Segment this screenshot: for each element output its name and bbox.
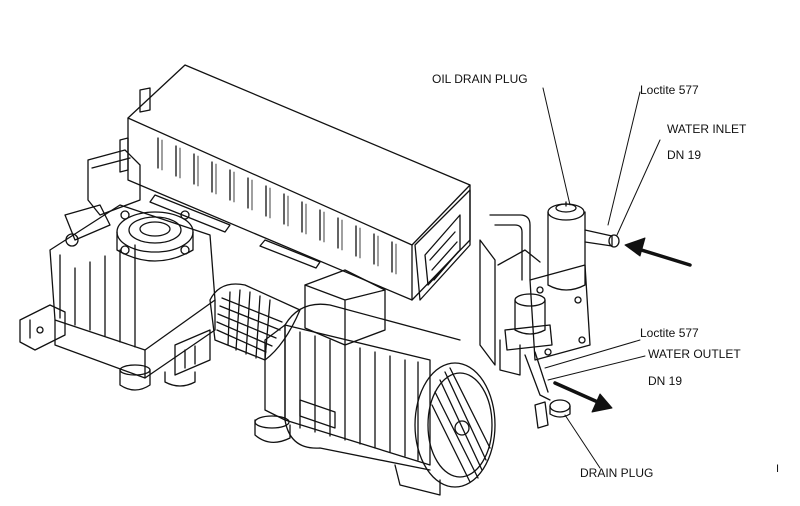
leader-loctite-top xyxy=(607,91,641,226)
separator-tank xyxy=(479,201,620,429)
leader-water-outlet xyxy=(547,355,646,381)
electric-motor xyxy=(254,269,496,496)
leader-water-inlet xyxy=(616,139,661,236)
arrow-outward-icon xyxy=(553,381,613,413)
arrow-inward-icon xyxy=(624,237,692,267)
label-water-outlet-size: DN 19 xyxy=(648,374,683,388)
label-loctite-top: Loctite 577 xyxy=(640,83,699,97)
leader-lines xyxy=(542,87,661,469)
leader-oil-drain-plug xyxy=(542,87,571,206)
label-water-outlet: WATER OUTLET xyxy=(648,347,741,361)
label-water-inlet: WATER INLET xyxy=(667,122,747,136)
leader-drain-plug xyxy=(564,414,601,469)
edge-mark: I xyxy=(776,463,780,475)
label-loctite-bottom: Loctite 577 xyxy=(640,326,699,340)
pump-housing xyxy=(19,149,216,391)
intake-port xyxy=(116,210,194,262)
label-drain-plug: DRAIN PLUG xyxy=(580,466,654,480)
label-water-inlet-size: DN 19 xyxy=(667,148,702,162)
leader-loctite-bottom xyxy=(544,339,641,369)
label-oil-drain-plug: OIL DRAIN PLUG xyxy=(432,72,528,86)
cooling-cover xyxy=(119,64,471,301)
